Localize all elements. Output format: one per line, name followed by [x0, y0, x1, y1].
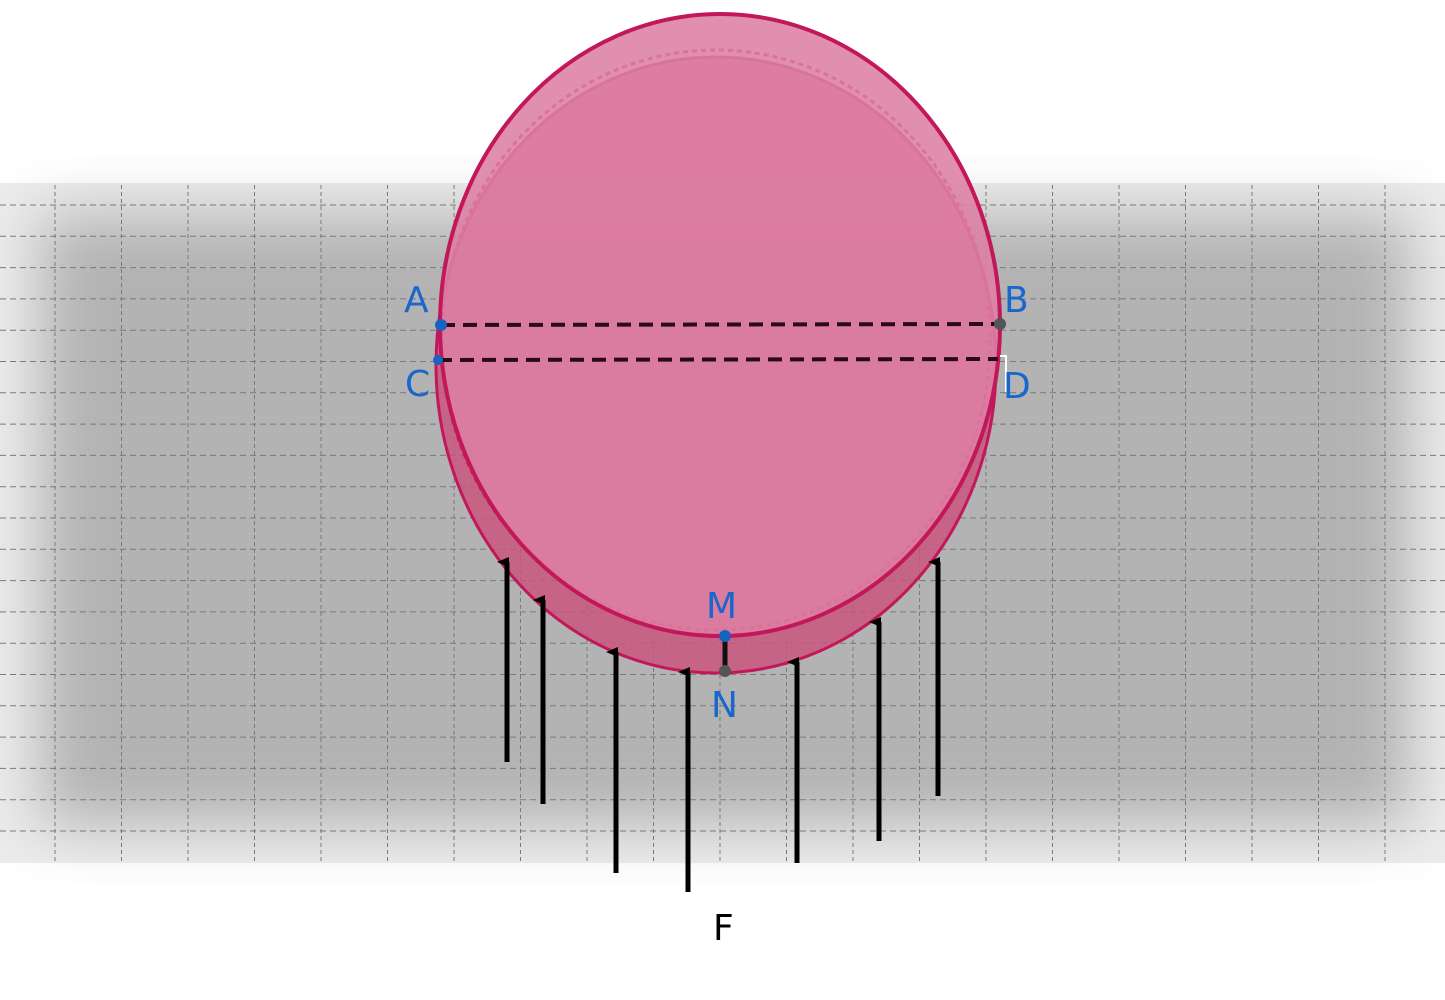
point-A: [435, 319, 447, 331]
points: [433, 318, 1006, 677]
point-C: [433, 355, 443, 365]
label-A: A: [404, 280, 429, 321]
point-N: [719, 665, 731, 677]
point-B: [994, 318, 1006, 330]
point-M: [719, 630, 731, 642]
chord-CD: [437, 357, 999, 362]
force-arrows: [497, 557, 941, 892]
label-C: C: [405, 364, 430, 405]
label-B: B: [1004, 280, 1029, 321]
cylinder-disk: [434, 12, 1002, 675]
force-label-F: F: [713, 908, 734, 949]
d-marker: [1000, 355, 1007, 392]
label-M: M: [706, 586, 737, 627]
label-N: N: [711, 685, 738, 726]
chord-AB: [440, 322, 1001, 327]
label-D: D: [1003, 366, 1031, 407]
